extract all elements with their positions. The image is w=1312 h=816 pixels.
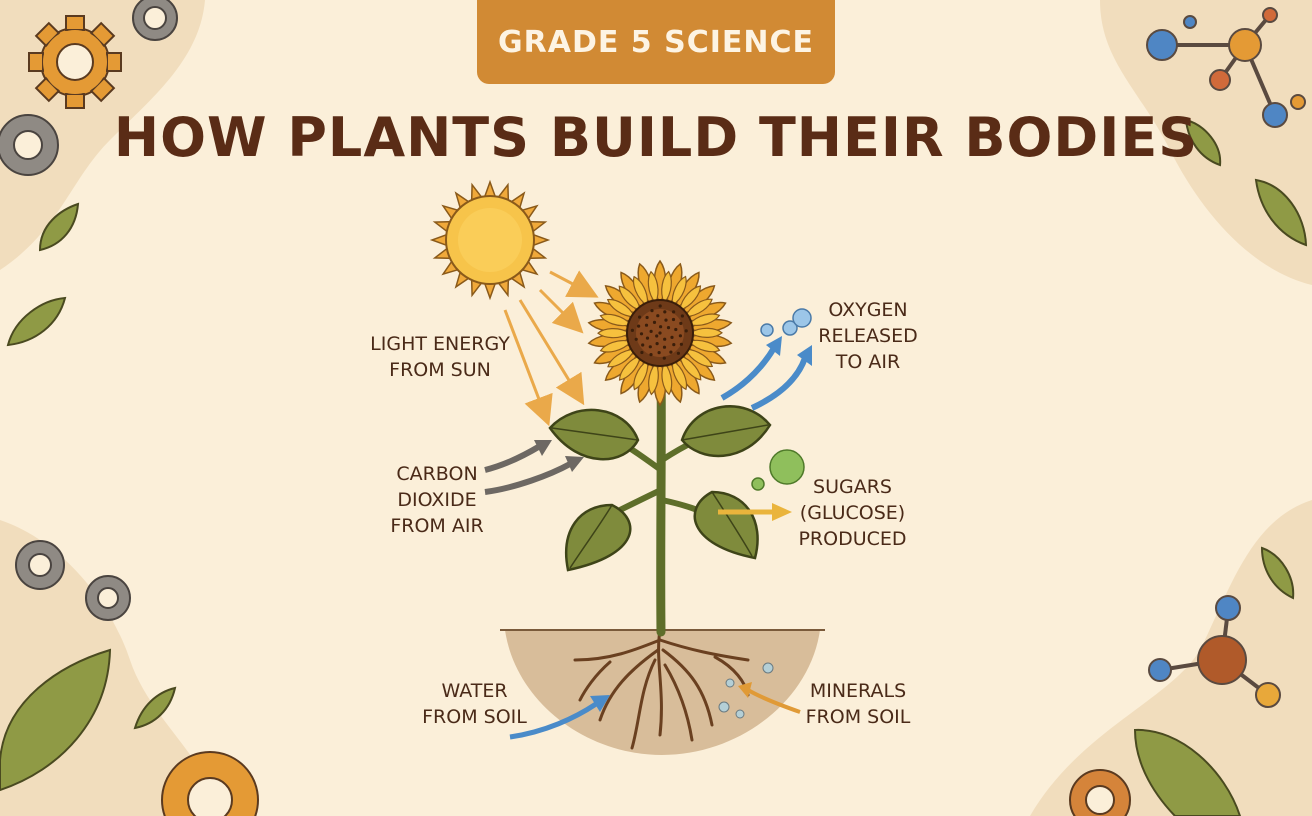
root-icon — [573, 628, 750, 750]
bubble-icon — [760, 308, 812, 337]
gear-icon — [161, 751, 259, 816]
sugar-arrow — [718, 503, 792, 521]
minerals-arrow — [738, 682, 801, 714]
sunflower-icon — [587, 259, 733, 407]
oxygen-arrows — [720, 336, 812, 411]
gear-icon — [132, 0, 178, 41]
gear-icon — [28, 15, 122, 109]
grade-badge-text: GRADE 5 SCIENCE — [498, 24, 814, 60]
water-arrow — [509, 695, 610, 740]
gear-icon — [85, 575, 131, 621]
gear-icon — [0, 114, 59, 176]
label-minerals: MINERALS FROM SOIL — [805, 680, 911, 728]
label-oxygen: OXYGEN RELEASED TO AIR — [818, 299, 918, 373]
label-light-energy: LIGHT ENERGY FROM SUN — [370, 333, 510, 381]
light-arrows — [503, 270, 599, 427]
gear-icon — [15, 540, 65, 590]
grade-badge: GRADE 5 SCIENCE — [477, 0, 835, 84]
molecule-icon — [1148, 595, 1281, 708]
label-water: WATER FROM SOIL — [422, 680, 527, 728]
mineral-dots — [718, 662, 774, 719]
label-carbon-dioxide: CARBON DIOXIDE FROM AIR — [390, 463, 484, 537]
gear-icon — [1069, 769, 1131, 816]
molecule-icon — [1146, 7, 1306, 128]
leaf-icon — [0, 118, 1308, 816]
bubble-icon — [751, 449, 805, 491]
page-title: HOW PLANTS BUILD THEIR BODIES — [113, 106, 1199, 169]
label-sugars: SUGARS (GLUCOSE) PRODUCED — [798, 476, 907, 550]
carbon-arrows — [484, 440, 584, 495]
sun-icon — [429, 179, 551, 301]
